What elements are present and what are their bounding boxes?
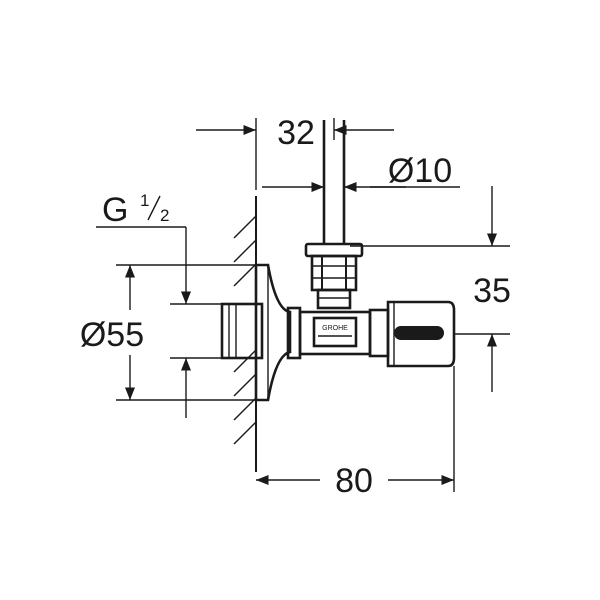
dimension-35: 35	[350, 186, 511, 392]
dimension-thread: G 1 2	[96, 191, 222, 418]
dim-label-flange-diameter: Ø55	[80, 316, 144, 354]
valve-body: GROHE	[286, 306, 372, 360]
angle-valve: GROHE	[220, 120, 456, 402]
threaded-inlet	[220, 302, 264, 360]
wall	[233, 196, 257, 472]
dimension-32: 32	[196, 114, 394, 190]
dim-label-thread-g: G	[102, 191, 128, 229]
dim-label-thread-den: 2	[160, 206, 169, 225]
dimension-flange-diameter: Ø55	[80, 264, 256, 401]
compression-nut	[304, 242, 364, 310]
dim-label-thread-num: 1	[140, 191, 149, 210]
brand-logo: GROHE	[322, 325, 348, 332]
handle-grip-bar	[394, 326, 444, 340]
dim-label-80: 80	[335, 462, 373, 500]
dimension-80: 80	[256, 366, 455, 500]
dim-label-32: 32	[277, 114, 315, 152]
dim-label-35: 35	[473, 272, 511, 310]
escutcheon-rosette	[254, 263, 292, 402]
dim-label-pipe-diameter: Ø10	[388, 152, 452, 190]
wall-hatching	[233, 215, 257, 445]
shutoff-handle	[368, 300, 456, 368]
dimension-pipe-diameter: Ø10	[262, 152, 460, 193]
